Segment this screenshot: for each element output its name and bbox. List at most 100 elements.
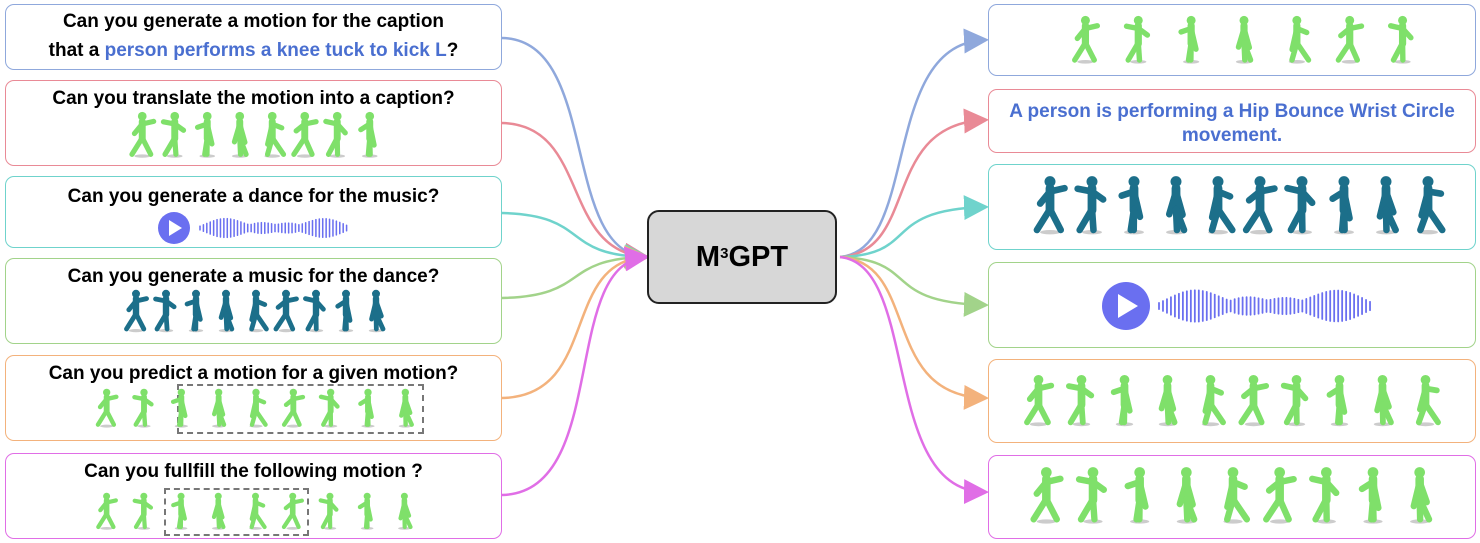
human-figure: [231, 111, 249, 158]
human-figure: [1123, 15, 1151, 64]
human-figure: [1263, 467, 1297, 524]
human-figure: [1288, 15, 1312, 64]
human-figure: [357, 492, 374, 530]
human-figure: [129, 111, 157, 158]
human-figure: [153, 289, 177, 333]
task-question: Can you generate a motion for the captio…: [62, 11, 445, 32]
human-figure: [1387, 15, 1414, 64]
task-question-line2: that a person performs a knee tuck to ki…: [48, 40, 459, 61]
human-figure: [1118, 176, 1144, 235]
task-box-motion-prediction: Can you predict a motion for a given mot…: [5, 355, 502, 441]
human-figure: [1358, 467, 1383, 524]
human-figure: [1410, 467, 1433, 524]
human-figure: [1065, 374, 1095, 427]
task-question: Can you generate a music for the dance?: [67, 266, 440, 287]
human-figure: [170, 388, 188, 428]
task-box-motion-to-text: Can you translate the motion into a capt…: [5, 80, 502, 166]
human-figure: [1280, 374, 1309, 427]
human-figure: [1024, 374, 1055, 427]
link-task1: [501, 36, 650, 268]
link-task3: [501, 211, 650, 270]
human-figure: [1376, 176, 1399, 235]
human-figure: [1075, 467, 1107, 524]
human-figure: [1335, 15, 1365, 64]
human-figure: [211, 492, 226, 530]
motion-sequence-image: [96, 492, 413, 530]
human-figure: [323, 111, 348, 158]
human-figure: [1417, 176, 1446, 235]
human-figure: [281, 388, 306, 428]
human-figure: [184, 289, 204, 333]
link-out5: [839, 255, 989, 410]
human-figure: [218, 289, 235, 333]
human-figure: [358, 111, 378, 158]
human-figure: [1030, 467, 1064, 524]
link-out2: [839, 108, 989, 259]
caption-highlight: person performs a knee tuck to kick L: [104, 40, 447, 61]
human-figure: [1238, 374, 1270, 427]
human-figure: [1124, 467, 1150, 524]
human-figure: [132, 492, 154, 530]
human-figure: [124, 289, 149, 333]
human-figure: [1158, 374, 1178, 427]
link-task4: [501, 244, 650, 300]
human-figure: [398, 492, 413, 530]
human-figure: [249, 388, 268, 428]
generated-caption: A person is performing a Hip Bounce Wris…: [1009, 101, 1455, 146]
output-box-music: [988, 262, 1476, 348]
human-figure: [1110, 374, 1134, 427]
human-figure: [264, 111, 287, 158]
human-figure: [248, 289, 269, 333]
human-figure: [303, 289, 326, 333]
human-figure: [95, 388, 119, 428]
human-figure: [160, 111, 187, 158]
human-figure: [368, 289, 386, 333]
human-figure: [211, 388, 227, 428]
audio-player: [158, 212, 348, 244]
human-figure: [1178, 15, 1200, 64]
task-question: Can you predict a motion for a given mot…: [48, 363, 459, 384]
human-figure: [1176, 467, 1198, 524]
link-task5: [501, 245, 650, 400]
output-box-caption: A person is performing a Hip Bounce Wris…: [988, 89, 1476, 153]
human-figure: [1242, 176, 1278, 235]
human-figure: [1326, 374, 1349, 427]
human-figure: [1223, 467, 1251, 524]
human-figure: [318, 492, 339, 530]
human-figure: [1208, 176, 1236, 235]
human-figure: [273, 289, 299, 333]
human-figure: [318, 388, 340, 428]
link-task2: [501, 121, 650, 268]
link-out6: [839, 255, 989, 505]
human-figure: [1309, 467, 1340, 524]
human-figure: [291, 111, 319, 158]
human-figure: [1033, 176, 1068, 235]
human-figure: [249, 492, 267, 530]
human-figure: [132, 388, 154, 428]
link-out4: [839, 255, 989, 317]
predicted-region-box: [177, 384, 424, 434]
link-out1: [839, 28, 989, 259]
task-box-text-to-motion: Can you generate a motion for the captio…: [5, 4, 502, 70]
task-box-music-to-dance: Can you generate a dance for the music?: [5, 176, 502, 248]
human-figure: [1415, 374, 1441, 427]
human-figure: [1329, 176, 1354, 235]
output-box-motion: [988, 4, 1476, 76]
predicted-motion-image: [1024, 374, 1441, 427]
inbetween-region-box: [164, 488, 309, 536]
output-box-prediction: [988, 359, 1476, 443]
human-figure: [1373, 374, 1394, 427]
output-box-dance: [988, 164, 1476, 250]
generated-dance-image: [1033, 176, 1446, 235]
motion-sequence-image: [95, 388, 414, 428]
human-figure: [335, 289, 354, 333]
task-box-motion-inbetween: Can you fullfill the following motion ?: [5, 453, 502, 539]
human-figure: [281, 492, 304, 530]
link-out3: [839, 195, 989, 259]
generated-motion-image: [1072, 15, 1414, 64]
output-box-inbetween: [988, 455, 1476, 539]
human-figure: [1284, 176, 1316, 235]
task-box-dance-to-music: Can you generate a music for the dance?: [5, 258, 502, 344]
completed-motion-image: [1030, 467, 1433, 524]
